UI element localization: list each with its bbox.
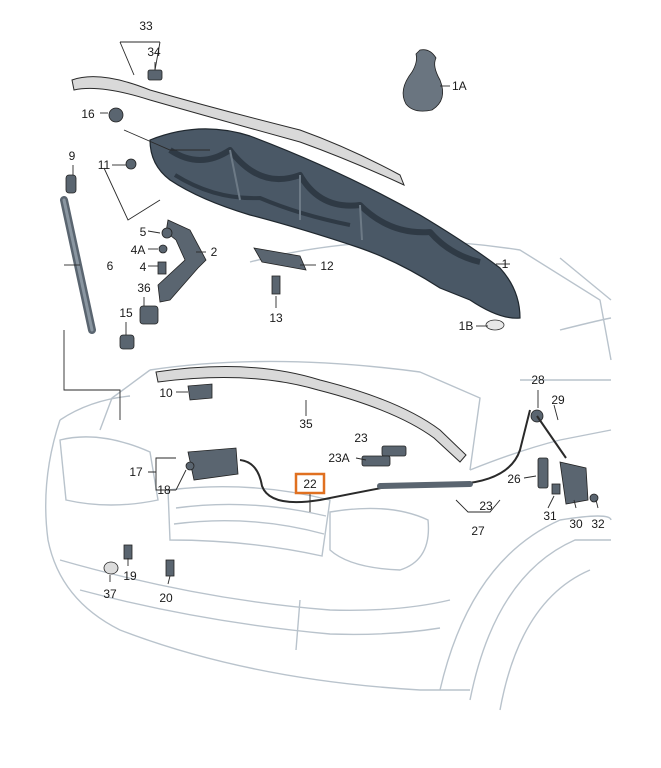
cap-37 <box>103 561 119 575</box>
pad-1B <box>485 319 505 331</box>
callout-4A: 4A <box>131 243 146 257</box>
callout-27: 27 <box>471 524 485 538</box>
bay-seal-35 <box>155 366 467 463</box>
front-tyre <box>439 515 612 711</box>
callout-20: 20 <box>159 591 173 605</box>
bump-stop-16 <box>108 107 124 123</box>
callout-22-highlight <box>294 472 326 495</box>
callout-31: 31 <box>543 509 557 523</box>
callout-1B: 1B <box>459 319 474 333</box>
callout-11: 11 <box>98 158 111 172</box>
release-lever-30 <box>530 409 599 505</box>
callout-19: 19 <box>123 569 137 583</box>
bonnet <box>149 128 521 319</box>
callout-23A: 23A <box>328 451 349 465</box>
lock-bracket-12 <box>253 247 307 295</box>
callout-33: 33 <box>139 19 153 33</box>
callout-23: 23 <box>354 431 368 445</box>
callout-37: 37 <box>103 587 117 601</box>
clip-23A <box>361 455 391 467</box>
callout-10: 10 <box>159 386 173 400</box>
guide-10 <box>187 383 213 401</box>
bolt-20 <box>165 559 175 577</box>
callout-36: 36 <box>137 281 151 295</box>
callout-29: 29 <box>551 393 565 407</box>
nut-11 <box>125 158 137 170</box>
callout-15: 15 <box>119 306 133 320</box>
bracket-36 <box>139 305 159 325</box>
clip-34 <box>147 69 163 81</box>
callout-32: 32 <box>591 517 605 531</box>
callout-18: 18 <box>157 483 171 497</box>
bolt-19 <box>123 544 133 560</box>
bracket-15 <box>119 334 135 350</box>
callout-28: 28 <box>531 373 545 387</box>
callout-35: 35 <box>299 417 313 431</box>
hood-lock-17 <box>185 447 239 481</box>
callout-labels: 33 34 1A 16 9 11 5 4A 2 4 6 12 1 36 15 1… <box>69 19 605 605</box>
callout-30: 30 <box>569 517 583 531</box>
release-cable-22 <box>239 409 531 504</box>
hood-hinge-2 <box>157 219 207 303</box>
callout-16: 16 <box>81 107 95 121</box>
callout-34: 34 <box>147 45 161 59</box>
callout-2: 2 <box>211 245 218 259</box>
callout-12: 12 <box>320 259 334 273</box>
bonnet-seal-strip <box>71 76 405 186</box>
pouch-1A <box>402 49 444 112</box>
leader-lines <box>63 41 599 585</box>
car-outline <box>45 240 612 691</box>
callout-26: 26 <box>507 472 521 486</box>
callout-9: 9 <box>69 149 76 163</box>
gas-strut-6 <box>60 174 96 334</box>
clip-23 <box>381 445 407 457</box>
callout-22: 22 <box>303 477 317 491</box>
callout-17: 17 <box>129 465 143 479</box>
callout-5: 5 <box>140 225 147 239</box>
callout-6: 6 <box>107 259 114 273</box>
cable-sleeve-23 <box>377 481 473 489</box>
callout-4: 4 <box>140 260 147 274</box>
callout-23-lower: 23 <box>479 499 493 513</box>
callout-1A: 1A <box>452 79 467 93</box>
callout-1: 1 <box>502 257 509 271</box>
callout-13: 13 <box>269 311 283 325</box>
